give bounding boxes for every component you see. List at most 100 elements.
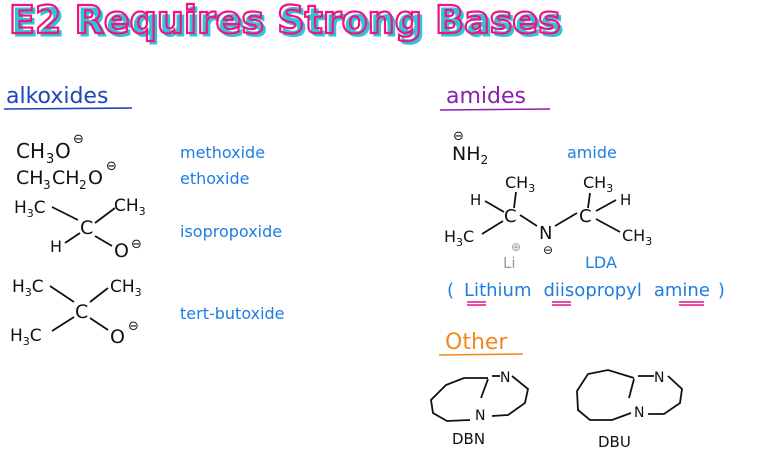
methoxide-label: methoxide bbox=[180, 143, 265, 162]
dbu-n-top: N bbox=[654, 370, 664, 386]
lda-ch3-right-top: CH3 bbox=[583, 173, 613, 195]
lda-n: N bbox=[539, 223, 552, 244]
tbu-h3c-bottom: H3C bbox=[10, 326, 42, 348]
lda-structure: CH3 H C H3C N ⊖ C CH3 H CH3 ⊕ Li bbox=[444, 173, 652, 272]
dbu-structure: N N bbox=[576, 369, 683, 421]
methoxide-ch: CH bbox=[16, 139, 45, 163]
isoprop-charge: ⊖ bbox=[131, 237, 142, 252]
lda-paren-open: ( bbox=[447, 280, 454, 301]
methoxide-charge: ⊖ bbox=[73, 132, 84, 147]
lda-bond-h3c bbox=[481, 220, 504, 235]
ethoxide-ch-b: CH bbox=[52, 167, 80, 189]
ethoxide-formula: CH 3 CH 2 O ⊖ bbox=[16, 159, 117, 192]
dbn-n-bottom: N bbox=[475, 408, 485, 424]
lda-bond-n-c-right bbox=[554, 212, 578, 227]
lda-word-am: am bbox=[654, 280, 683, 301]
tbu-charge: ⊖ bbox=[128, 319, 139, 334]
underline-am bbox=[679, 301, 704, 306]
lda-c-left: C bbox=[504, 206, 517, 227]
other-heading: Other bbox=[445, 330, 508, 355]
tbu-h3c-top: H3C bbox=[12, 277, 44, 299]
dbn-ring-fused bbox=[480, 378, 489, 399]
lda-word-ine: ine bbox=[682, 280, 709, 301]
tbu-c: C bbox=[75, 301, 88, 323]
lda-word-di: di bbox=[543, 280, 559, 301]
title-shadow: E2 Requires Strong Bases bbox=[12, 1, 564, 45]
alkoxides-heading-underline bbox=[3, 107, 133, 110]
underline-di bbox=[552, 301, 571, 306]
lda-bond-h-left bbox=[484, 200, 505, 213]
ethoxide-o: O bbox=[88, 167, 103, 189]
lda-paren-close: ) bbox=[718, 280, 725, 301]
other-section: Other N N DBN N N DBU bbox=[430, 330, 683, 450]
tbu-bond-topleft bbox=[49, 285, 75, 303]
lda-h-left: H bbox=[470, 191, 481, 209]
lda-li-charge: ⊕ bbox=[511, 240, 521, 254]
ethoxide-label: ethoxide bbox=[180, 169, 249, 188]
isoprop-bond-o bbox=[94, 235, 113, 247]
title: E2 Requires Strong Bases E2 Requires Str… bbox=[8, 0, 564, 46]
lda-word-isopropyl: isopropyl bbox=[560, 280, 642, 301]
isoprop-o: O bbox=[114, 240, 129, 262]
lda-li: Li bbox=[503, 254, 516, 272]
ethoxide-sub3: 3 bbox=[43, 178, 51, 192]
ethoxide-ch-a: CH bbox=[16, 167, 44, 189]
methoxide-sub3: 3 bbox=[46, 152, 54, 167]
dbn-label: DBN bbox=[452, 430, 485, 448]
dbu-ring-fused bbox=[628, 378, 635, 399]
lda-h-right: H bbox=[620, 191, 631, 209]
tbu-ch3-top: CH3 bbox=[110, 277, 142, 299]
lda-word-thium: thium bbox=[479, 280, 531, 301]
other-heading-underline bbox=[438, 353, 524, 356]
underline-li bbox=[467, 301, 486, 306]
lda-bond-c-n-left bbox=[519, 214, 538, 227]
isopropoxide-label: isopropoxide bbox=[180, 222, 282, 241]
isopropoxide-structure: H3C C CH3 H O ⊖ bbox=[14, 196, 146, 262]
tert-butoxide-label: tert-butoxide bbox=[180, 304, 285, 323]
dbu-right-ring bbox=[648, 375, 683, 415]
dbn-right-ring bbox=[491, 375, 529, 417]
dbu-label: DBU bbox=[598, 433, 631, 450]
lda-ch3-right: CH3 bbox=[622, 226, 652, 248]
lda-h3c: H3C bbox=[444, 227, 474, 249]
isoprop-h3c: H3C bbox=[14, 198, 46, 220]
isoprop-bond-h bbox=[64, 232, 81, 244]
tert-butoxide-structure: H3C CH3 C H3C O ⊖ bbox=[10, 277, 142, 348]
methoxide-o: O bbox=[55, 139, 71, 163]
amide-formula: ⊖ NH2 bbox=[452, 129, 488, 167]
amide-nh: NH2 bbox=[452, 143, 488, 167]
isoprop-c: C bbox=[80, 217, 93, 239]
ethoxide-sub2: 2 bbox=[79, 178, 87, 192]
lda-label: LDA bbox=[585, 253, 617, 272]
methoxide-formula: CH 3 O ⊖ bbox=[16, 132, 84, 167]
alkoxides-heading: alkoxides bbox=[6, 84, 108, 109]
dbn-n-top: N bbox=[500, 370, 510, 386]
dbn-structure: N N bbox=[430, 370, 529, 424]
amide-charge: ⊖ bbox=[453, 129, 464, 144]
title-text: E2 Requires Strong Bases bbox=[9, 0, 561, 42]
tbu-bond-topright bbox=[89, 287, 109, 303]
lda-ch3-left: CH3 bbox=[505, 173, 535, 195]
lda-bond-ch3-right bbox=[595, 218, 621, 233]
amides-heading: amides bbox=[446, 84, 526, 109]
isoprop-ch3: CH3 bbox=[114, 196, 146, 218]
isoprop-bond-left bbox=[51, 206, 79, 221]
lda-bond-ch3-right-top bbox=[587, 192, 591, 209]
amide-label: amide bbox=[567, 143, 617, 162]
lda-n-charge: ⊖ bbox=[543, 243, 553, 257]
amides-heading-underline bbox=[439, 108, 551, 111]
lda-c-right: C bbox=[579, 206, 592, 227]
isoprop-h: H bbox=[50, 237, 62, 256]
tbu-bond-bottomleft bbox=[51, 316, 75, 332]
tbu-o: O bbox=[110, 326, 125, 348]
lda-word-li: Li bbox=[464, 280, 479, 301]
amides-section: amides ⊖ NH2 amide CH3 H C H3C N ⊖ C CH3… bbox=[439, 84, 725, 306]
alkoxides-section: alkoxides CH 3 O ⊖ methoxide CH 3 CH 2 O… bbox=[3, 84, 285, 348]
ethoxide-charge: ⊖ bbox=[106, 159, 117, 174]
dbu-n-bottom: N bbox=[634, 405, 644, 421]
lda-bond-ch3-left bbox=[513, 191, 517, 209]
lda-bond-h-right bbox=[595, 199, 617, 212]
